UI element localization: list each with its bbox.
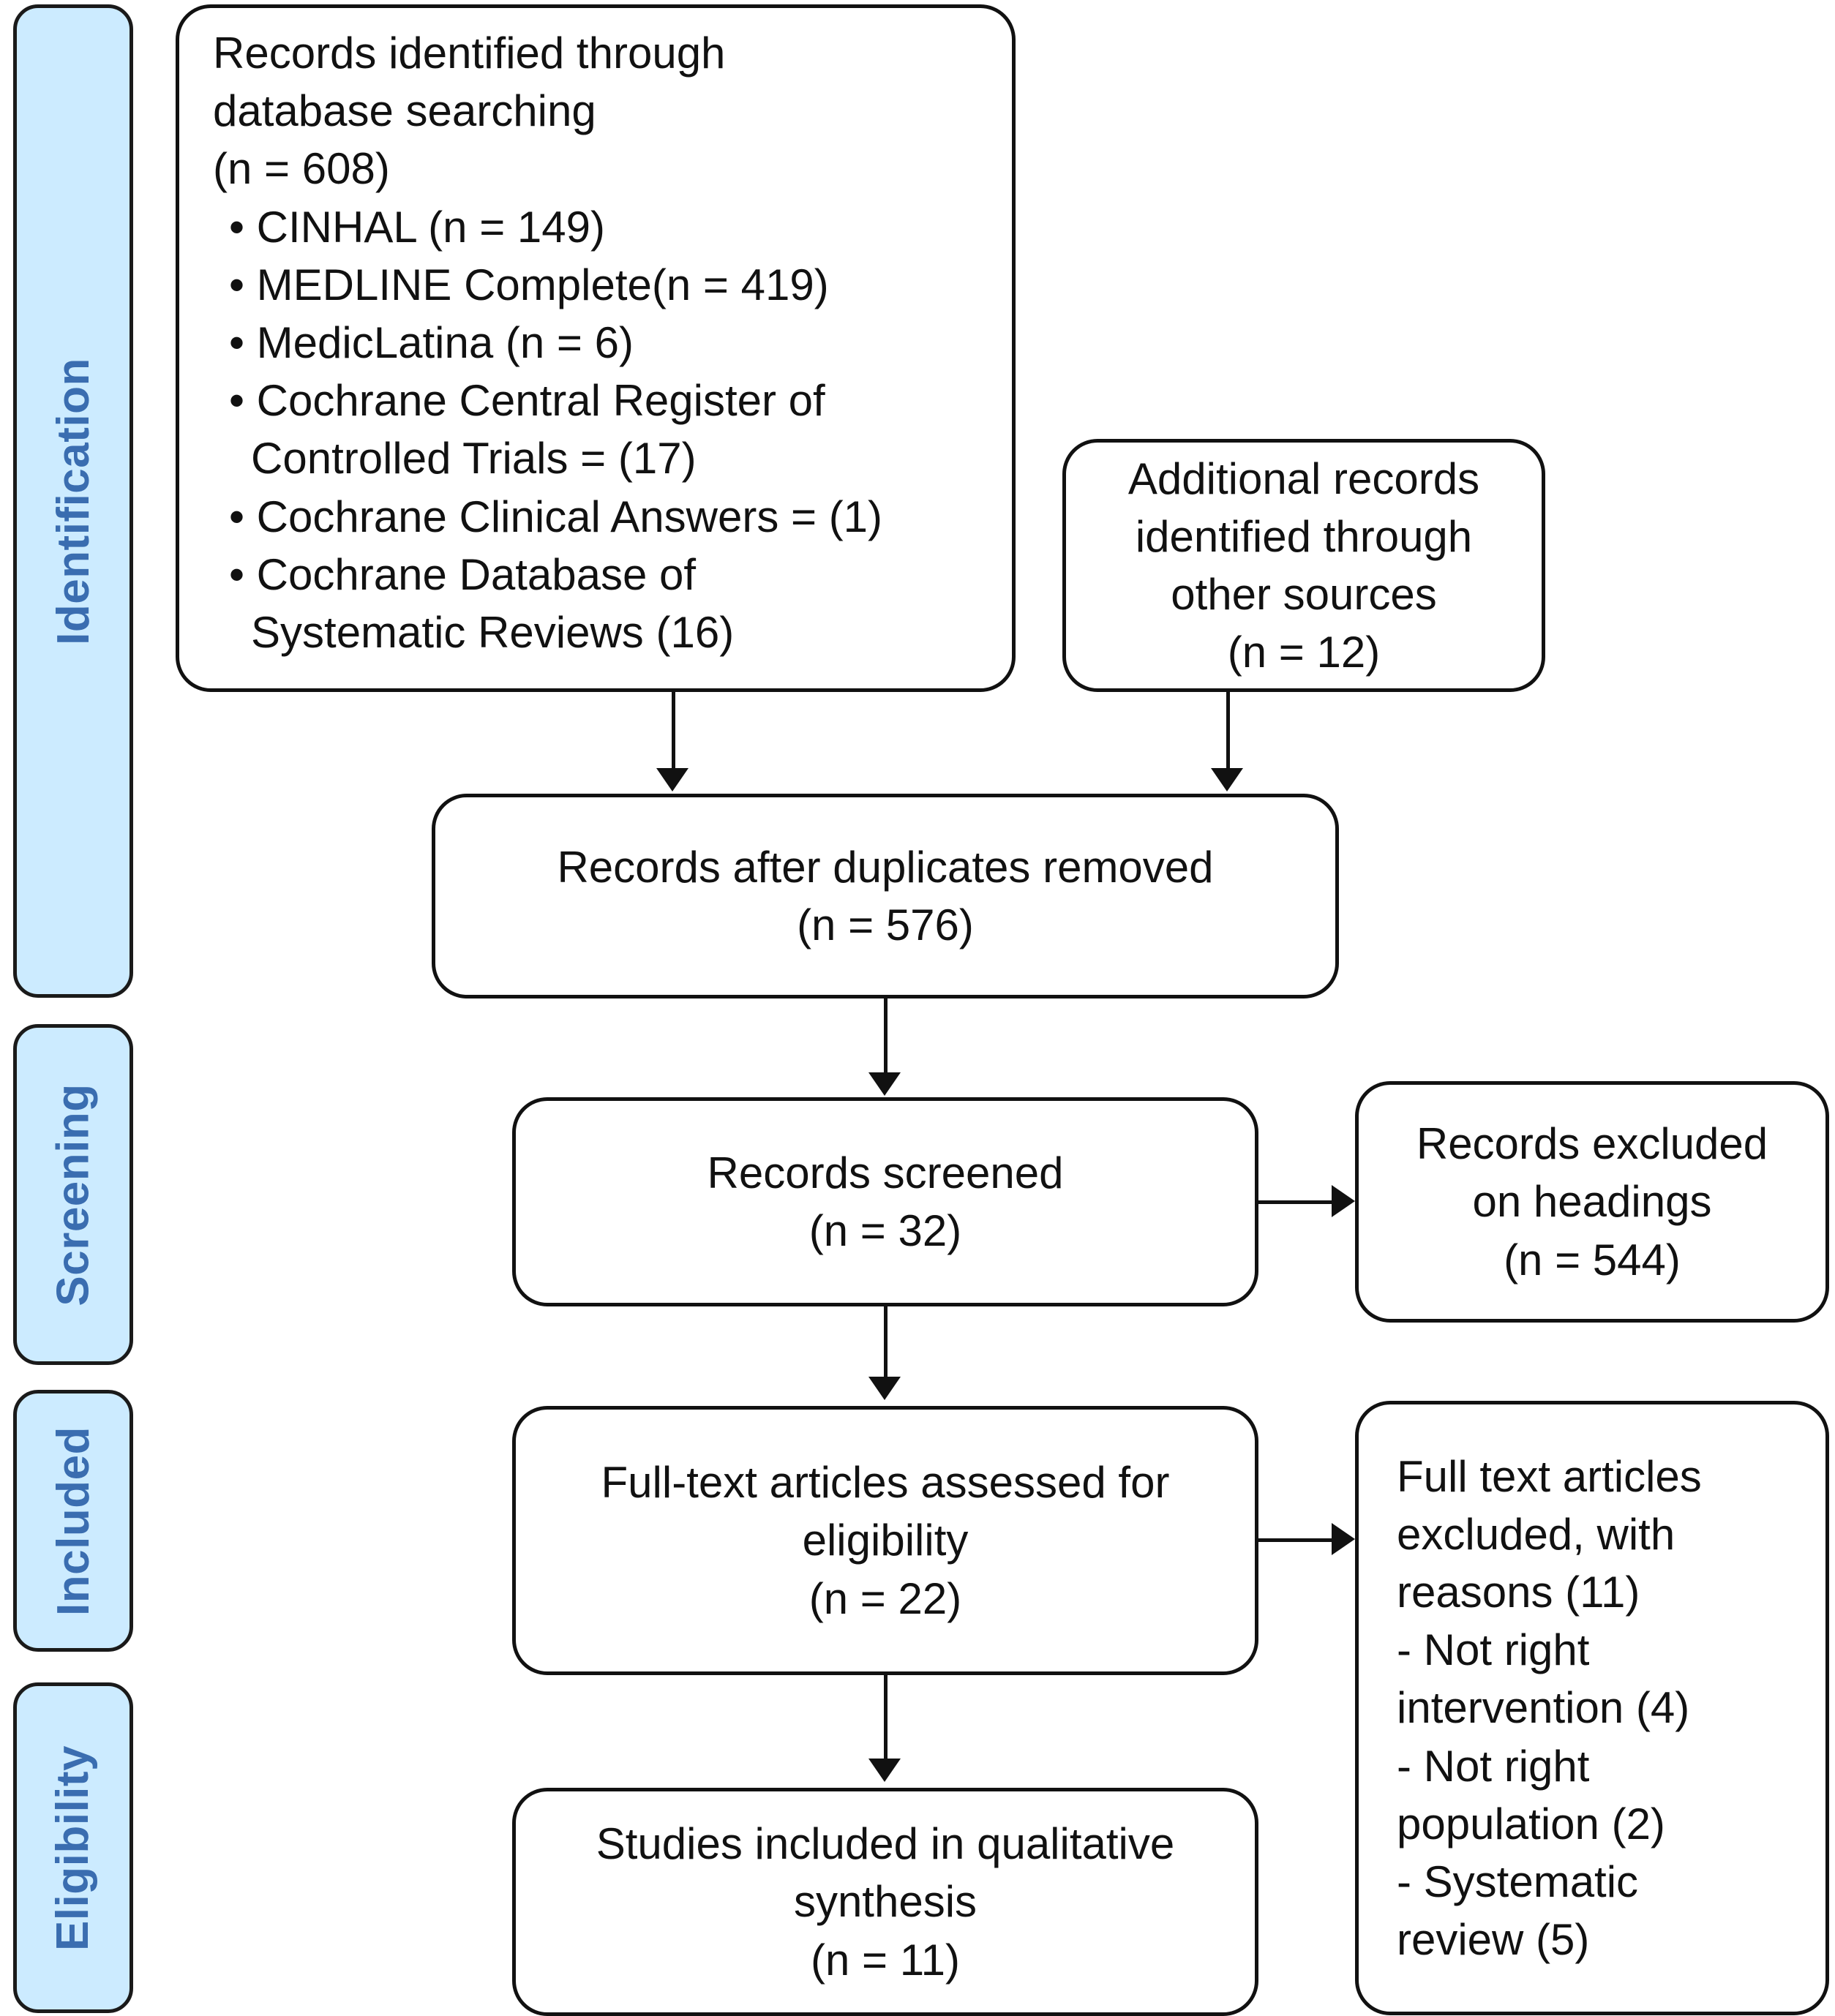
connector-fulltext-to-studies-included bbox=[884, 1675, 888, 1761]
arrowhead-screened-to-fulltext bbox=[868, 1377, 901, 1400]
phase-pill-identification: Identification bbox=[13, 4, 133, 998]
fulltext-assessed-count: (n = 22) bbox=[808, 1573, 962, 1623]
fulltext-assessed-line2: eligibility bbox=[802, 1516, 969, 1565]
fulltext-excluded-line2: excluded, with bbox=[1397, 1509, 1675, 1559]
reason-intervention-line1: - Not right bbox=[1397, 1625, 1590, 1675]
other-sources-line1: Additional records bbox=[1127, 454, 1480, 503]
phase-label-eligibility: Eligibility bbox=[48, 1745, 99, 1951]
fulltext-excluded-count: reasons (11) bbox=[1397, 1568, 1640, 1617]
studies-included-line2: synthesis bbox=[793, 1877, 977, 1927]
connector-duplicates-to-screened bbox=[884, 998, 888, 1075]
connector-other-sources-to-duplicates bbox=[1226, 692, 1230, 772]
reason-intervention-line2: intervention (4) bbox=[1397, 1683, 1690, 1733]
db-source-cinhal: • CINHAL (n = 149) bbox=[229, 202, 605, 252]
db-source-cochrane-central: • Cochrane Central Register of bbox=[229, 376, 825, 426]
box-records-after-duplicates-removed: Records after duplicates removed (n = 57… bbox=[432, 794, 1339, 998]
db-source-cochrane-database: • Cochrane Database of bbox=[229, 549, 697, 599]
db-source-medline: • MEDLINE Complete(n = 419) bbox=[229, 260, 829, 309]
arrowhead-duplicates-to-screened bbox=[868, 1072, 901, 1096]
phase-label-identification: Identification bbox=[48, 357, 99, 645]
phase-pill-screening: Screening bbox=[13, 1024, 133, 1365]
connector-screened-to-excluded bbox=[1258, 1200, 1335, 1204]
studies-included-line1: Studies included in qualitative bbox=[596, 1819, 1175, 1869]
box-records-screened: Records screened (n = 32) bbox=[512, 1097, 1258, 1306]
fulltext-assessed-line1: Full-text articles assessed for bbox=[601, 1458, 1170, 1508]
arrowhead-other-sources-to-duplicates bbox=[1211, 768, 1243, 791]
db-source-cochrane-central-cont: Controlled Trials = (17) bbox=[251, 434, 697, 484]
excluded-count: (n = 544) bbox=[1504, 1235, 1681, 1285]
duplicates-count: (n = 576) bbox=[797, 900, 974, 949]
connector-db-search-to-duplicates bbox=[672, 692, 675, 772]
arrowhead-fulltext-to-studies-included bbox=[868, 1759, 901, 1782]
box-studies-included-qualitative-synthesis: Studies included in qualitative synthesi… bbox=[512, 1788, 1258, 2016]
phase-label-included: Included bbox=[48, 1426, 99, 1616]
other-sources-line3: other sources bbox=[1171, 570, 1437, 619]
fulltext-excluded-line1: Full text articles bbox=[1397, 1451, 1702, 1501]
box-additional-records-other-sources: Additional records identified through ot… bbox=[1062, 439, 1545, 692]
screened-line1: Records screened bbox=[707, 1148, 1064, 1197]
other-sources-line2: identified through bbox=[1135, 511, 1473, 561]
box-records-excluded-on-headings: Records excluded on headings (n = 544) bbox=[1355, 1081, 1829, 1323]
box-fulltext-articles-assessed: Full-text articles assessed for eligibil… bbox=[512, 1406, 1258, 1675]
phase-label-screening: Screening bbox=[48, 1083, 99, 1306]
reason-population-line1: - Not right bbox=[1397, 1741, 1590, 1791]
db-search-line1: Records identified through bbox=[213, 29, 726, 78]
db-source-mediclatina: • MedicLatina (n = 6) bbox=[229, 317, 634, 367]
arrowhead-screened-to-excluded bbox=[1332, 1185, 1355, 1217]
db-source-cochrane-answers: • Cochrane Clinical Answers = (1) bbox=[229, 492, 883, 541]
arrowhead-db-search-to-duplicates bbox=[656, 768, 688, 791]
reason-systematic-line1: - Systematic bbox=[1397, 1857, 1639, 1906]
reason-systematic-line2: review (5) bbox=[1397, 1915, 1590, 1965]
arrowhead-fulltext-to-excluded bbox=[1332, 1523, 1355, 1555]
reason-population-line2: population (2) bbox=[1397, 1799, 1665, 1848]
db-search-count: (n = 608) bbox=[213, 144, 390, 194]
other-sources-count: (n = 12) bbox=[1227, 628, 1381, 677]
phase-pill-included: Included bbox=[13, 1390, 133, 1652]
db-source-cochrane-database-cont: Systematic Reviews (16) bbox=[251, 607, 735, 657]
db-search-line2: database searching bbox=[213, 86, 596, 136]
duplicates-line1: Records after duplicates removed bbox=[557, 842, 1214, 892]
excluded-line1: Records excluded bbox=[1416, 1119, 1768, 1169]
phase-pill-eligibility: Eligibility bbox=[13, 1682, 133, 2013]
box-records-identified-database-searching: Records identified through database sear… bbox=[176, 4, 1016, 692]
screened-count: (n = 32) bbox=[808, 1206, 962, 1255]
excluded-line2: on headings bbox=[1472, 1177, 1712, 1227]
box-fulltext-articles-excluded-reasons: Full text articles excluded, with reason… bbox=[1355, 1401, 1829, 2015]
studies-included-count: (n = 11) bbox=[811, 1935, 960, 1985]
connector-screened-to-fulltext bbox=[884, 1306, 888, 1380]
connector-fulltext-to-excluded bbox=[1258, 1538, 1335, 1542]
